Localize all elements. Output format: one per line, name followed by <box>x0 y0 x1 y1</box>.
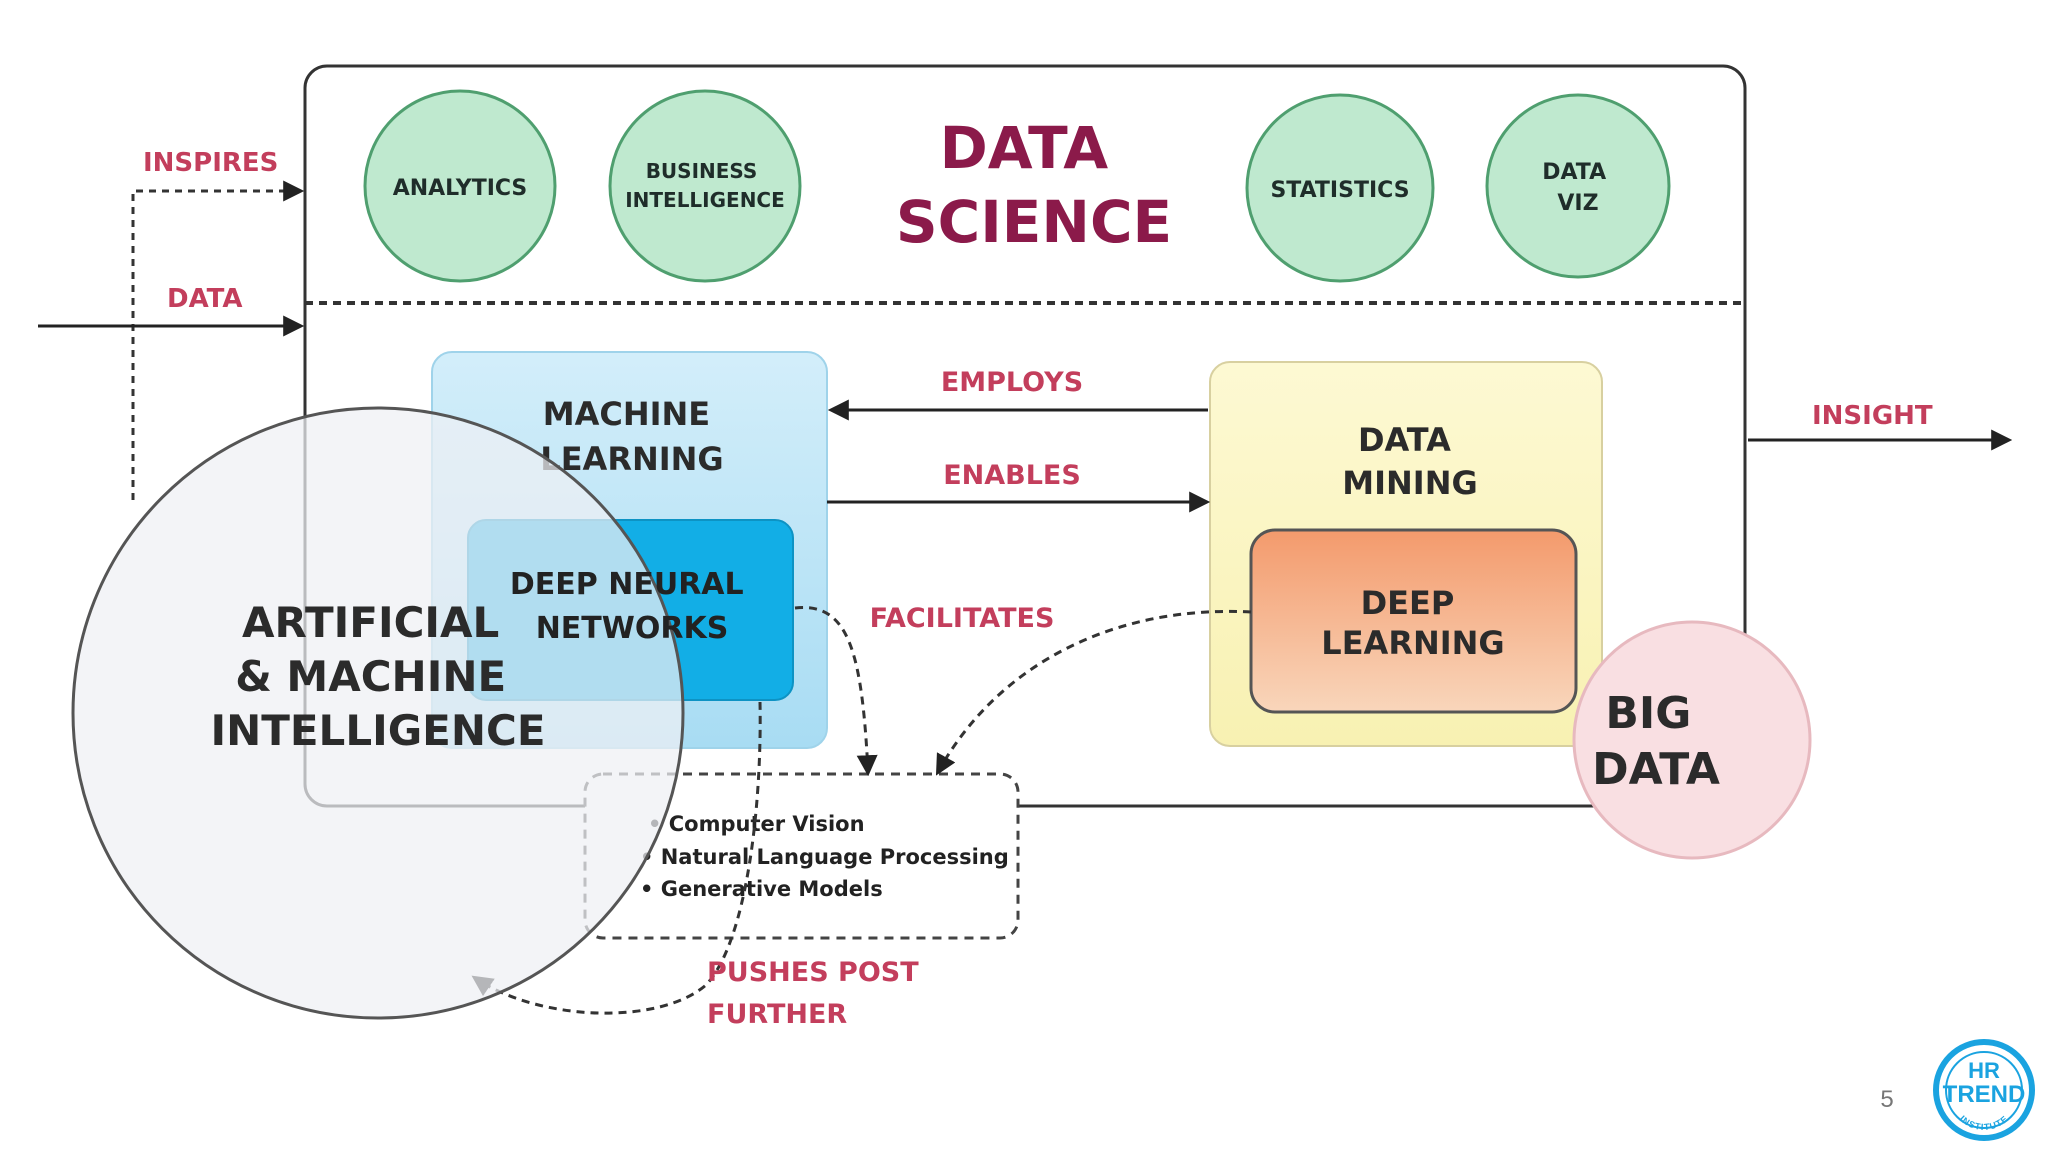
data-viz-circle: DATA VIZ <box>1485 93 1671 279</box>
svg-text:ANALYTICS: ANALYTICS <box>393 176 528 201</box>
application-item: • Natural Language Processing <box>640 845 1009 869</box>
facilitates-arrow-from-networks <box>794 606 878 777</box>
big-data-label: BIG DATA <box>1592 688 1720 795</box>
analytics-label: ANALYTICS <box>393 176 528 201</box>
artificial-machine-intelligence-label: ARTIFICIAL & MACHINE INTELLIGENCE <box>210 598 545 755</box>
business-intelligence-circle: BUSINESS INTELLIGENCE <box>608 89 802 283</box>
data-science-title: DATA SCIENCE <box>896 114 1172 256</box>
logo-line2: TREND <box>1943 1081 2026 1108</box>
data-viz-label-line1: DATA <box>1542 160 1606 185</box>
big-data-circle <box>1572 620 1812 860</box>
inspires-label: INSPIRES <box>143 148 278 178</box>
pushes-post-further-arrow <box>471 701 762 1015</box>
statistics-label: STATISTICS <box>1270 178 1409 203</box>
hr-trend-institute-logo-icon: HR TREND INSTITUTE <box>1933 1039 2035 1141</box>
insight-label: INSIGHT <box>1812 401 1933 431</box>
statistics-circle: STATISTICS <box>1245 93 1435 283</box>
svg-text:DATA VIZ: DATA VIZ <box>1542 160 1614 216</box>
employs-label: EMPLOYS <box>941 367 1083 398</box>
pushes-post-further-label: PUSHES POST FURTHER <box>707 957 928 1030</box>
application-item: • Generative Models <box>640 877 883 901</box>
logo-line1: HR <box>1968 1058 2000 1083</box>
applications-box <box>583 772 1020 940</box>
facilitates-arrow-from-deep-learning <box>935 609 1252 776</box>
business-intelligence-label-line2: INTELLIGENCE <box>625 188 785 212</box>
artificial-machine-intelligence-circle <box>71 406 685 1020</box>
enables-label: ENABLES <box>943 460 1081 491</box>
business-intelligence-label-line1: BUSINESS <box>646 159 758 183</box>
application-item: • Computer Vision <box>648 812 865 836</box>
data-input-label: DATA <box>167 284 243 314</box>
deep-learning-box <box>1249 528 1578 714</box>
deep-learning-label: DEEP LEARNING <box>1321 584 1504 662</box>
applications-list: • Computer Vision • Natural Language Pro… <box>640 812 1009 901</box>
svg-text:STATISTICS: STATISTICS <box>1270 178 1409 203</box>
facilitates-label: FACILITATES <box>870 603 1055 634</box>
page-number: 5 <box>1880 1086 1894 1113</box>
svg-text:BUSINESS INTELLIGENCE: BUSINESS INTELLIGENCE <box>625 159 785 212</box>
machine-learning-label: MACHINE LEARNING <box>540 395 723 478</box>
inspires-arrow <box>131 180 305 500</box>
data-mining-label: DATA MINING <box>1342 421 1477 502</box>
deep-neural-networks-label: DEEP NEURAL NETWORKS <box>510 567 754 646</box>
data-viz-label-line2: VIZ <box>1557 191 1598 216</box>
analytics-circle: ANALYTICS <box>363 89 557 283</box>
